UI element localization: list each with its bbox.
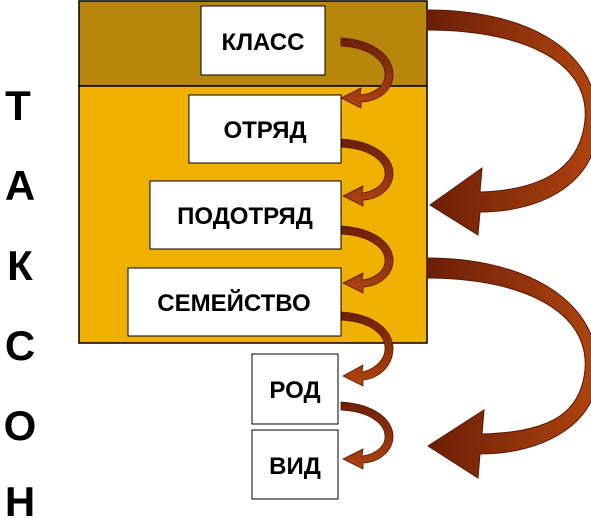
rank-label-family: СЕМЕЙСТВО [157, 289, 310, 317]
vertical-letter: Т [5, 82, 31, 129]
vertical-letter: Н [5, 478, 35, 519]
rank-box-class: КЛАСС [200, 5, 326, 76]
rank-label-species: ВИД [269, 453, 321, 480]
big-arrow-family-to-species [426, 257, 591, 479]
rank-box-suborder: ПОДОТРЯД [149, 180, 342, 250]
rank-label-class: КЛАСС [222, 29, 305, 56]
vertical-letter: К [7, 242, 33, 289]
vertical-letter: С [5, 322, 35, 369]
small-arrow-suborder-to-family [340, 225, 394, 294]
vertical-letter: А [5, 162, 35, 209]
vertical-letter: О [4, 402, 37, 449]
rank-label-order: ОТРЯД [223, 117, 306, 144]
small-arrow-order-to-suborder [340, 138, 394, 207]
vertical-title: Т А К С О Н [4, 82, 37, 519]
rank-label-genus: РОД [269, 377, 320, 404]
rank-label-suborder: ПОДОТРЯД [177, 203, 313, 230]
small-arrow-class-to-order [340, 37, 394, 109]
rank-box-family: СЕМЕЙСТВО [127, 267, 342, 337]
rank-box-order: ОТРЯД [188, 94, 342, 164]
small-arrow-genus-to-species [340, 401, 394, 470]
rank-box-species: ВИД [251, 429, 339, 500]
small-arrow-family-to-genus [340, 311, 394, 387]
rank-box-genus: РОД [251, 353, 339, 425]
big-arrow-class-to-suborder [426, 9, 591, 236]
